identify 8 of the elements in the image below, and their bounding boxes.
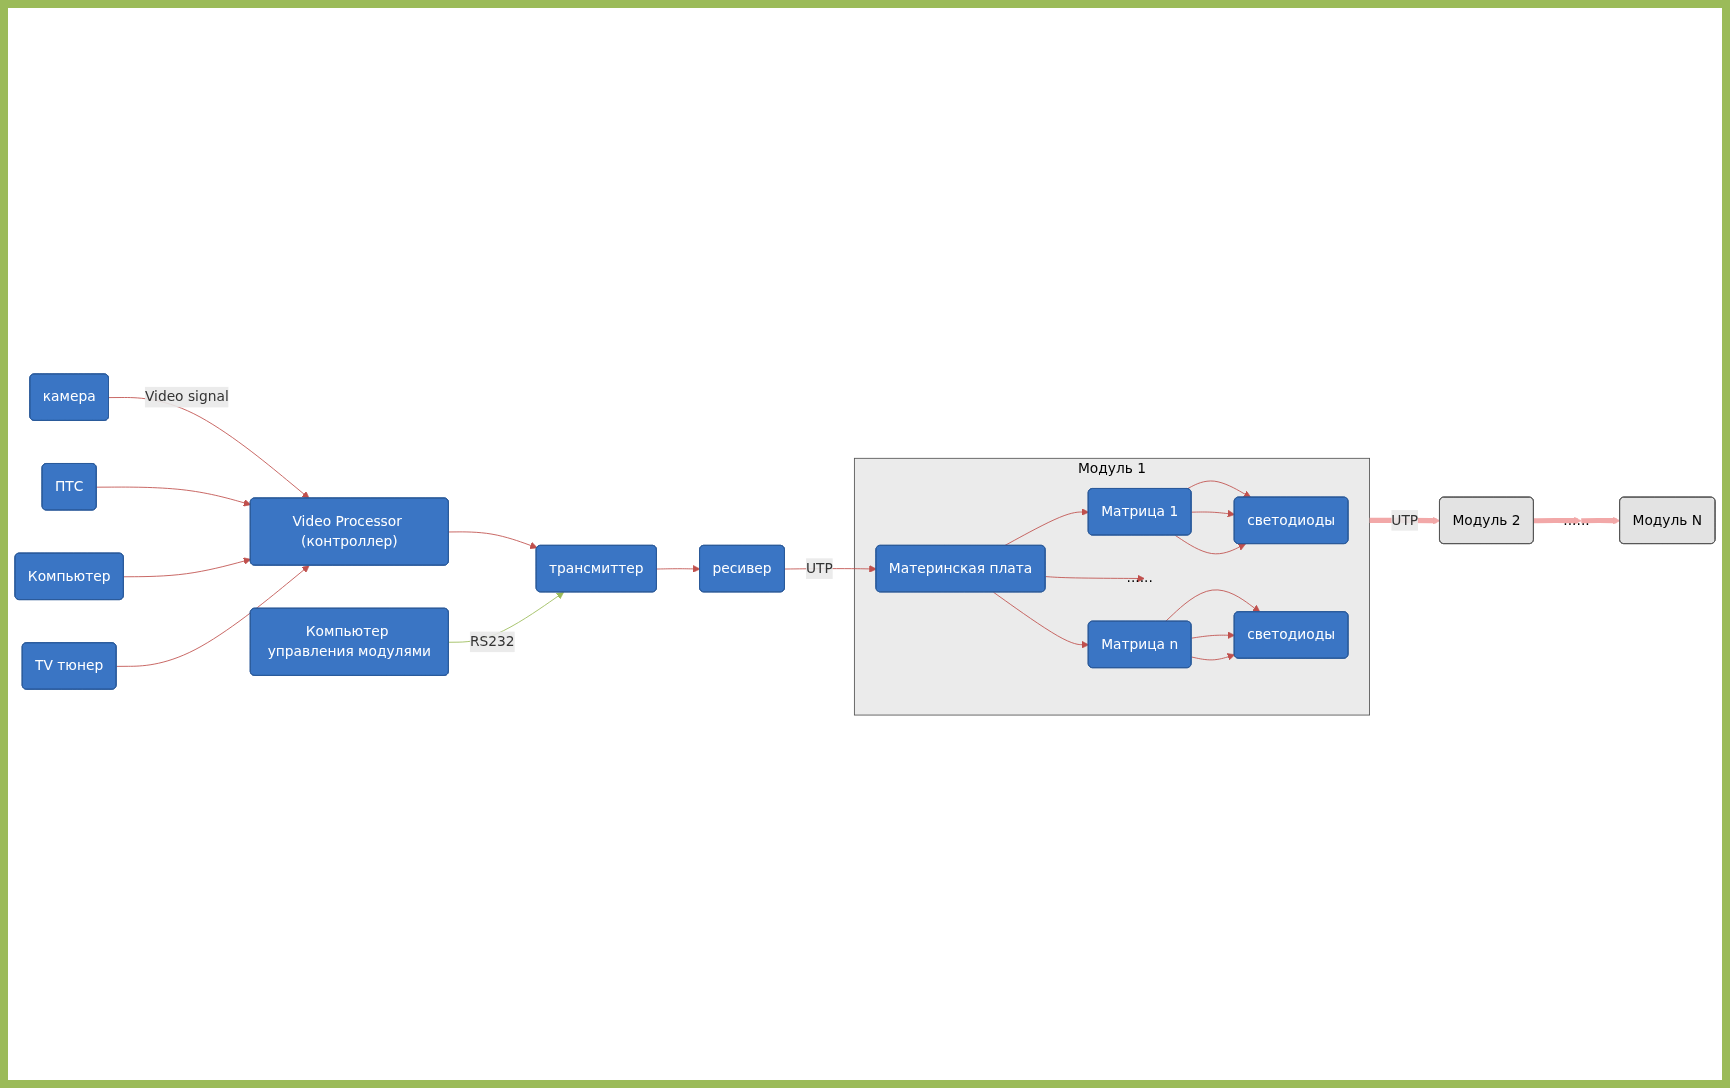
node-text: ...... [1563,511,1590,528]
node-text: ...... [1126,568,1153,586]
edge-label: UTP [806,559,833,576]
edge-label: Video signal [144,388,229,405]
edge-label: RS232 [469,632,515,650]
arrow [1581,516,1621,524]
edge-label: UTP [1391,511,1419,528]
arrow [1533,516,1582,524]
